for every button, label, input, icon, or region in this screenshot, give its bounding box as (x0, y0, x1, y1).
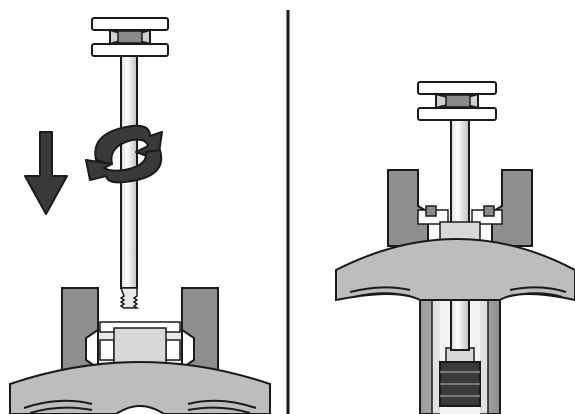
syringe-top-right (387, 169, 533, 249)
down-arrow-icon (24, 131, 68, 215)
stopper (439, 361, 481, 407)
finger-flange-right (335, 238, 575, 302)
left-panel (9, 17, 271, 414)
rotate-arrow-icon (85, 124, 163, 184)
thumb-pad-right (417, 81, 497, 121)
right-panel (335, 81, 575, 414)
finger-flange-left (9, 361, 271, 414)
thumb-pad-left (91, 17, 169, 57)
